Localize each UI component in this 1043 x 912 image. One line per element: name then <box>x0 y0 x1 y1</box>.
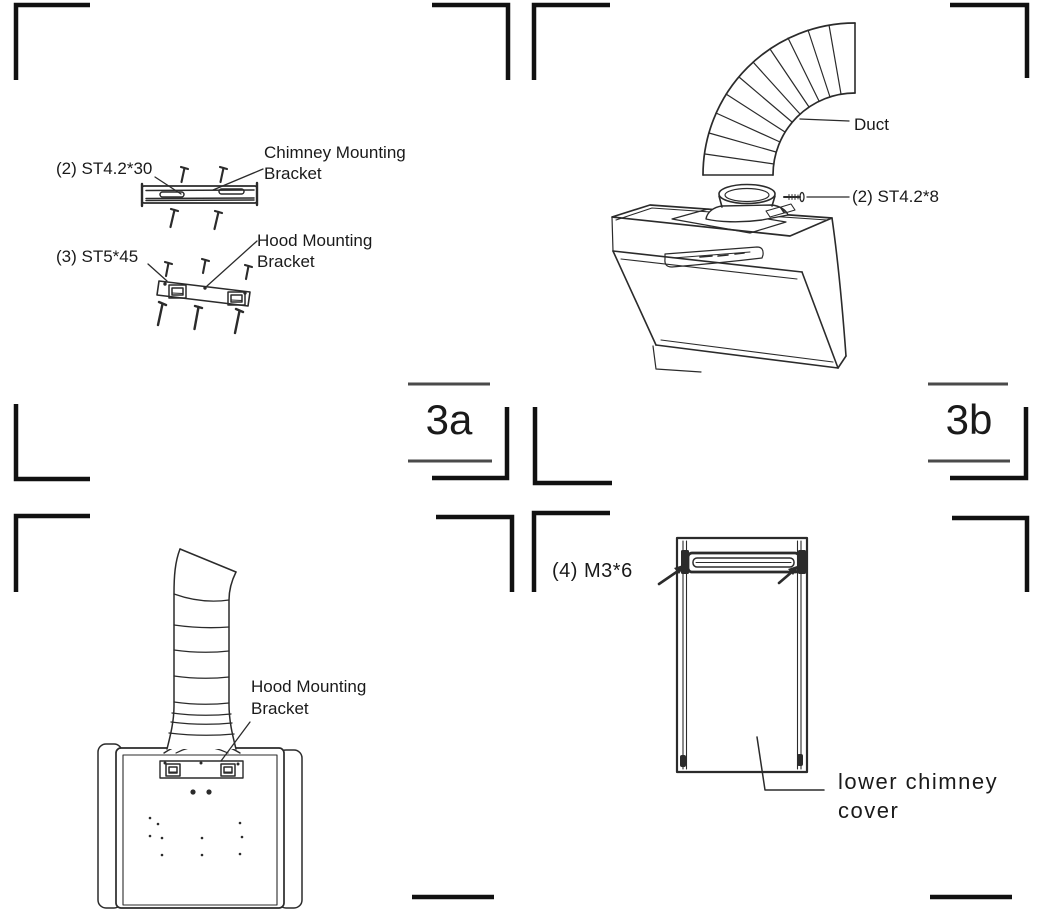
leader-line-hood-bracket <box>206 240 258 287</box>
label-line: Hood Mounting <box>251 677 367 696</box>
screw-icon <box>163 257 254 281</box>
label-line: Bracket <box>251 699 309 718</box>
hood-mounting-bracket-3c <box>159 760 244 779</box>
corner-mark <box>13 2 90 80</box>
figure-3b-drawing <box>611 22 856 373</box>
screw-icon <box>783 191 805 203</box>
duct-collar <box>718 183 776 208</box>
chimney-mounting-bracket-drawing <box>140 181 259 208</box>
leader-line-st4230 <box>154 176 182 195</box>
corner-mark <box>436 514 515 592</box>
label-chimney-screws: (2) ST4.2*30 <box>56 159 153 178</box>
label-m3-screws: (4) M3*6 <box>552 560 633 582</box>
leader-line-chimney-bracket <box>212 168 264 191</box>
label-st428-screws: (2) ST4.2*8 <box>852 187 939 206</box>
corner-mark <box>950 407 1029 481</box>
hood-body-inner <box>122 754 278 906</box>
corner-mark <box>950 2 1030 78</box>
label-line: Hood Mounting <box>257 231 373 250</box>
duct-3c-drawing <box>166 548 237 750</box>
label-duct: Duct <box>854 115 889 134</box>
label-line: Chimney Mounting <box>264 143 406 162</box>
cover-bracket-bar <box>681 550 806 574</box>
lower-chimney-cover-drawing <box>675 536 809 774</box>
duct-drawing <box>702 22 856 176</box>
corner-mark <box>13 513 90 592</box>
label-line: lower chimney <box>838 769 999 794</box>
hood-3b-drawing <box>611 183 850 373</box>
corner-mark <box>531 2 610 80</box>
leader-line-st545 <box>147 263 168 282</box>
leader-line-hood-bracket-3c <box>220 721 251 762</box>
rear-panel-holes <box>148 789 244 857</box>
screw-icon <box>179 165 229 184</box>
figure-3a-drawing <box>140 165 264 335</box>
corner-mark <box>432 2 511 80</box>
screw-icon <box>169 207 224 231</box>
label-line: Bracket <box>257 252 315 271</box>
figure-3c-drawing <box>97 548 303 909</box>
panel-corner-marks <box>13 2 1030 900</box>
figure-label-3b: 3b <box>945 396 993 443</box>
duct-segment-lines <box>168 624 235 736</box>
label-line: cover <box>838 798 900 823</box>
corner-mark <box>13 404 90 482</box>
leader-line-duct <box>799 118 850 122</box>
corner-mark <box>531 510 610 592</box>
duct-ribs <box>704 24 842 165</box>
leader-line-cover <box>756 736 825 791</box>
hood-body <box>115 747 285 909</box>
label-lower-chimney-cover: lower chimney cover <box>838 767 998 825</box>
m3-screw-arrows <box>657 564 800 586</box>
figure-label-rules <box>408 382 1010 463</box>
label-hood-screws: (3) ST5*45 <box>56 247 139 266</box>
corner-mark <box>532 407 612 486</box>
screw-icon <box>156 300 245 335</box>
hood-mounting-bracket-drawing <box>156 280 251 307</box>
figure-3d-drawing <box>657 536 825 791</box>
label-line: Bracket <box>264 164 322 183</box>
figure-label-3a: 3a <box>425 396 473 443</box>
corner-mark <box>952 515 1030 592</box>
corner-mark <box>432 407 510 481</box>
